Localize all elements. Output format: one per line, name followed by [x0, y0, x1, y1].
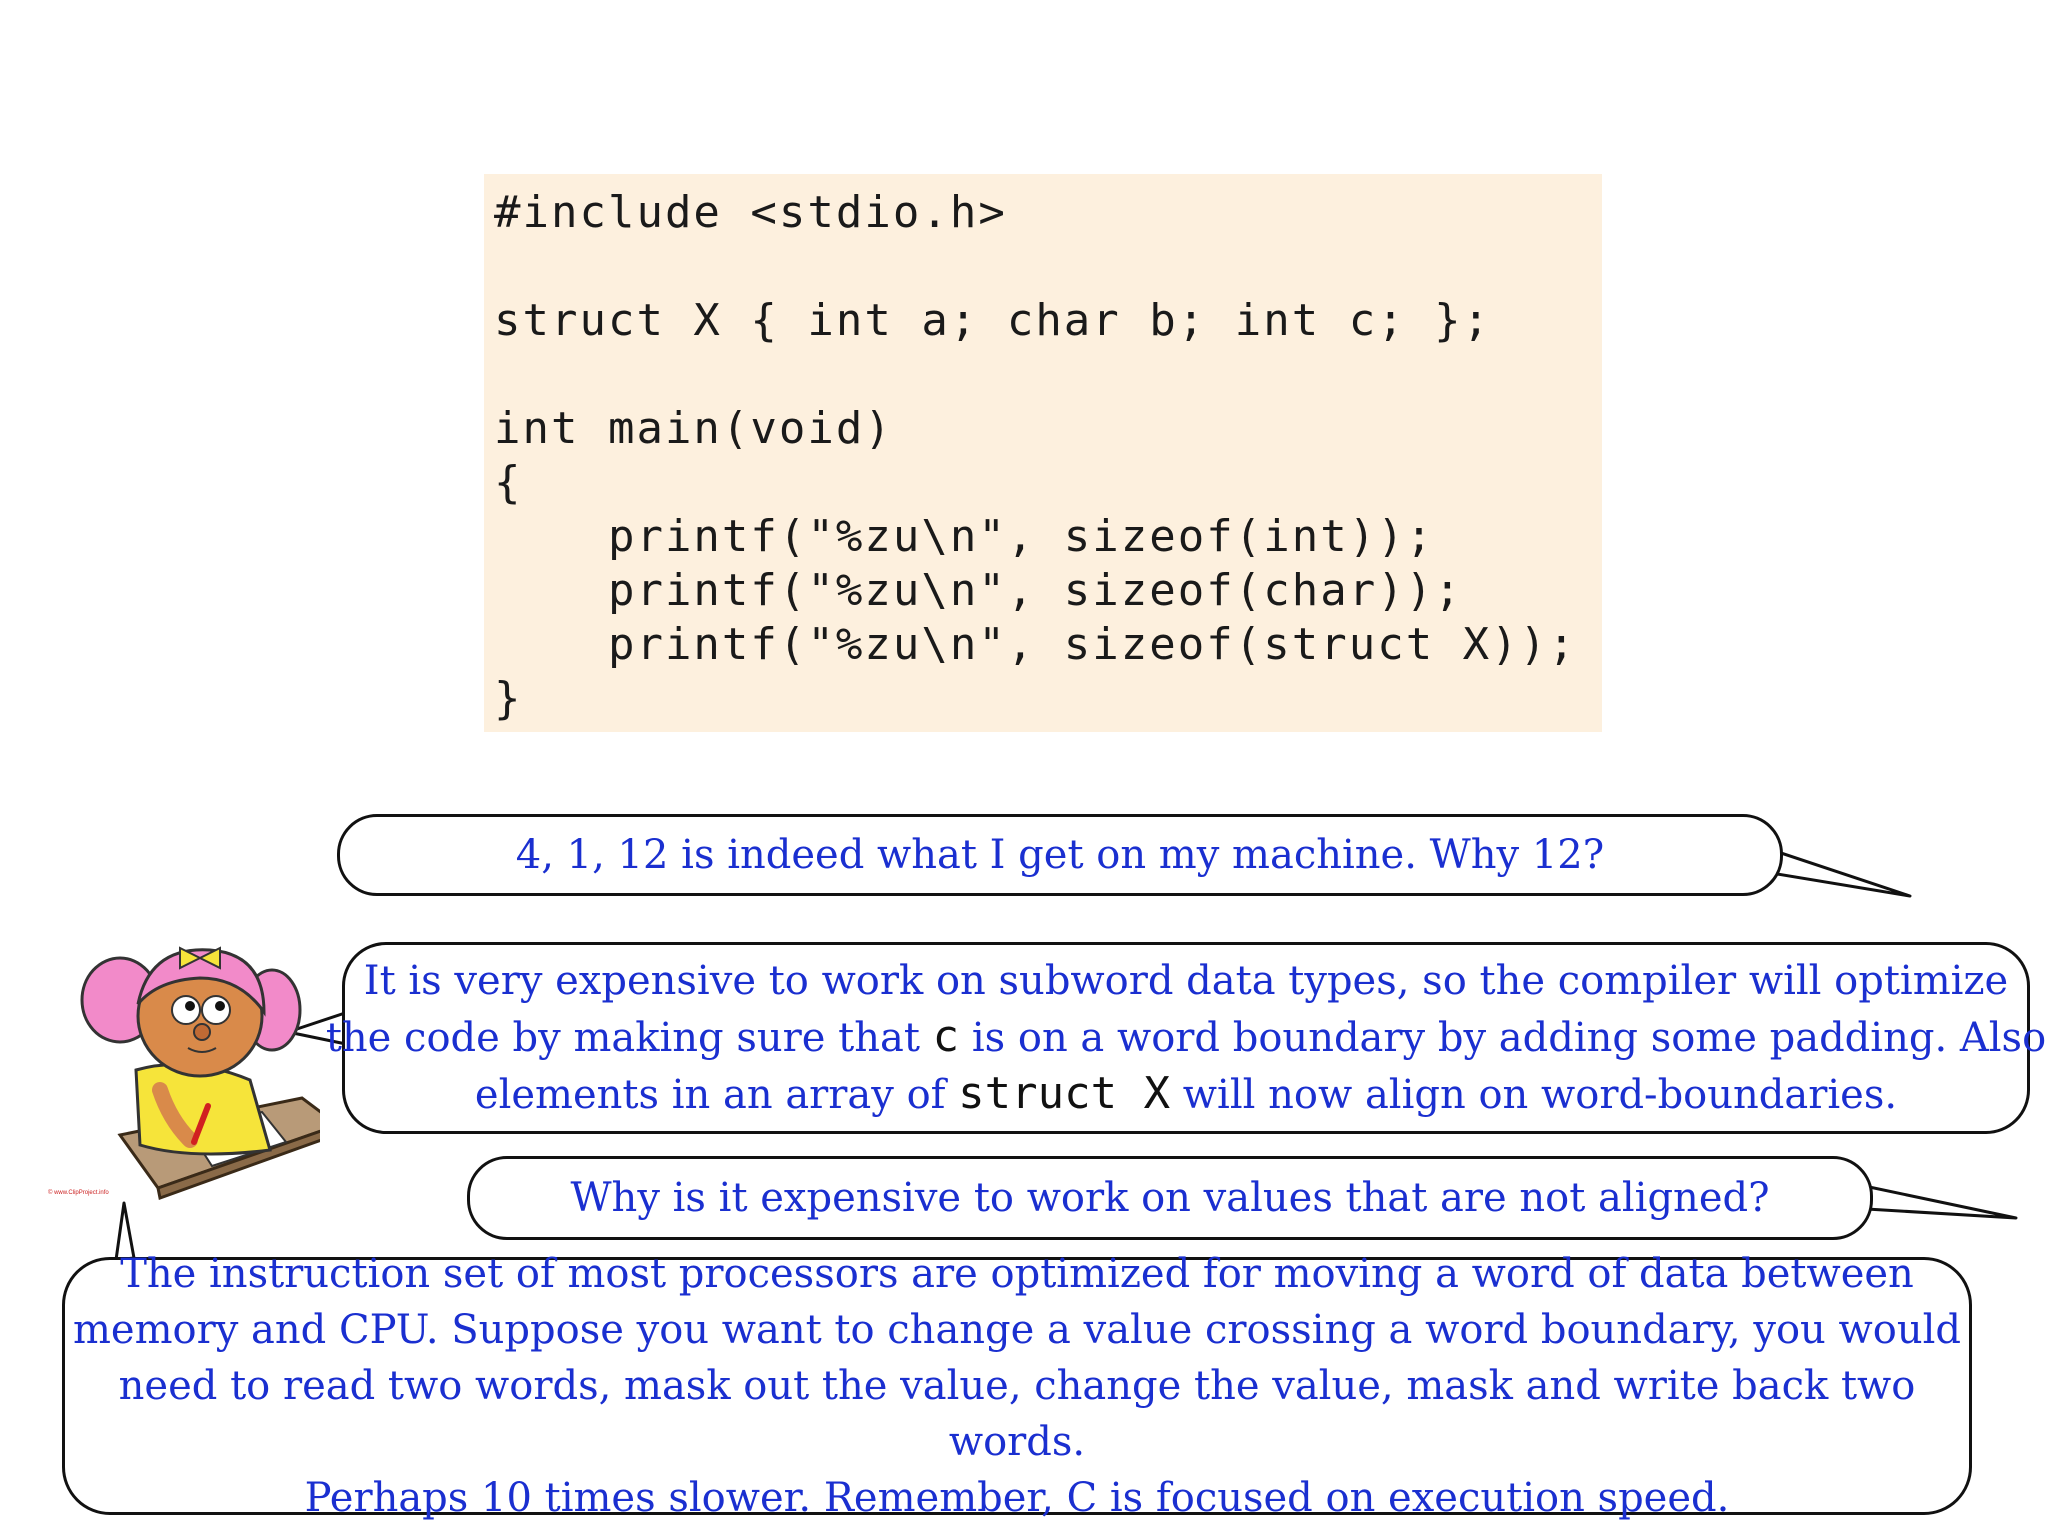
answer-2-line-1: The instruction set of most processors a…	[120, 1251, 1914, 1297]
code-line: }	[494, 673, 523, 724]
code-line: #include <stdio.h>	[494, 187, 1007, 238]
inline-code-c: c	[932, 1011, 960, 1062]
speech-bubble-question-2: Why is it expensive to work on values th…	[467, 1156, 1873, 1240]
code-block: #include <stdio.h> struct X { int a; cha…	[484, 174, 1602, 732]
speech-bubble-answer-1: It is very expensive to work on subword …	[326, 942, 2046, 1134]
answer-1-line-1: It is very expensive to work on subword …	[363, 958, 2009, 1004]
answer-1-line-3: elements in an array of struct X will no…	[474, 1068, 1898, 1119]
code-line: printf("%zu\n", sizeof(struct X));	[494, 619, 1577, 670]
code-line: printf("%zu\n", sizeof(int));	[494, 511, 1435, 562]
question-2-text: Why is it expensive to work on values th…	[570, 1175, 1770, 1221]
girl-writing-icon	[80, 946, 320, 1200]
code-line: printf("%zu\n", sizeof(char));	[494, 565, 1463, 616]
answer-2-line-2: memory and CPU. Suppose you want to chan…	[72, 1307, 1961, 1353]
answer-2-line-3: need to read two words, mask out the val…	[118, 1363, 1916, 1465]
inline-code-struct-x: struct X	[958, 1068, 1171, 1119]
image-credit: © www.ClipProject.info	[48, 1190, 109, 1196]
speech-bubble-question-1: 4, 1, 12 is indeed what I get on my mach…	[337, 814, 1783, 896]
code-line: int main(void)	[494, 403, 893, 454]
answer-2-line-4: Perhaps 10 times slower. Remember, C is …	[304, 1475, 1730, 1521]
code-line: {	[494, 457, 523, 508]
speech-bubble-answer-2: The instruction set of most processors a…	[62, 1251, 1972, 1521]
answer-1-line-2: the code by making sure that c is on a w…	[325, 1011, 2047, 1062]
code-line: struct X { int a; char b; int c; };	[494, 295, 1492, 346]
question-1-text: 4, 1, 12 is indeed what I get on my mach…	[515, 832, 1605, 878]
